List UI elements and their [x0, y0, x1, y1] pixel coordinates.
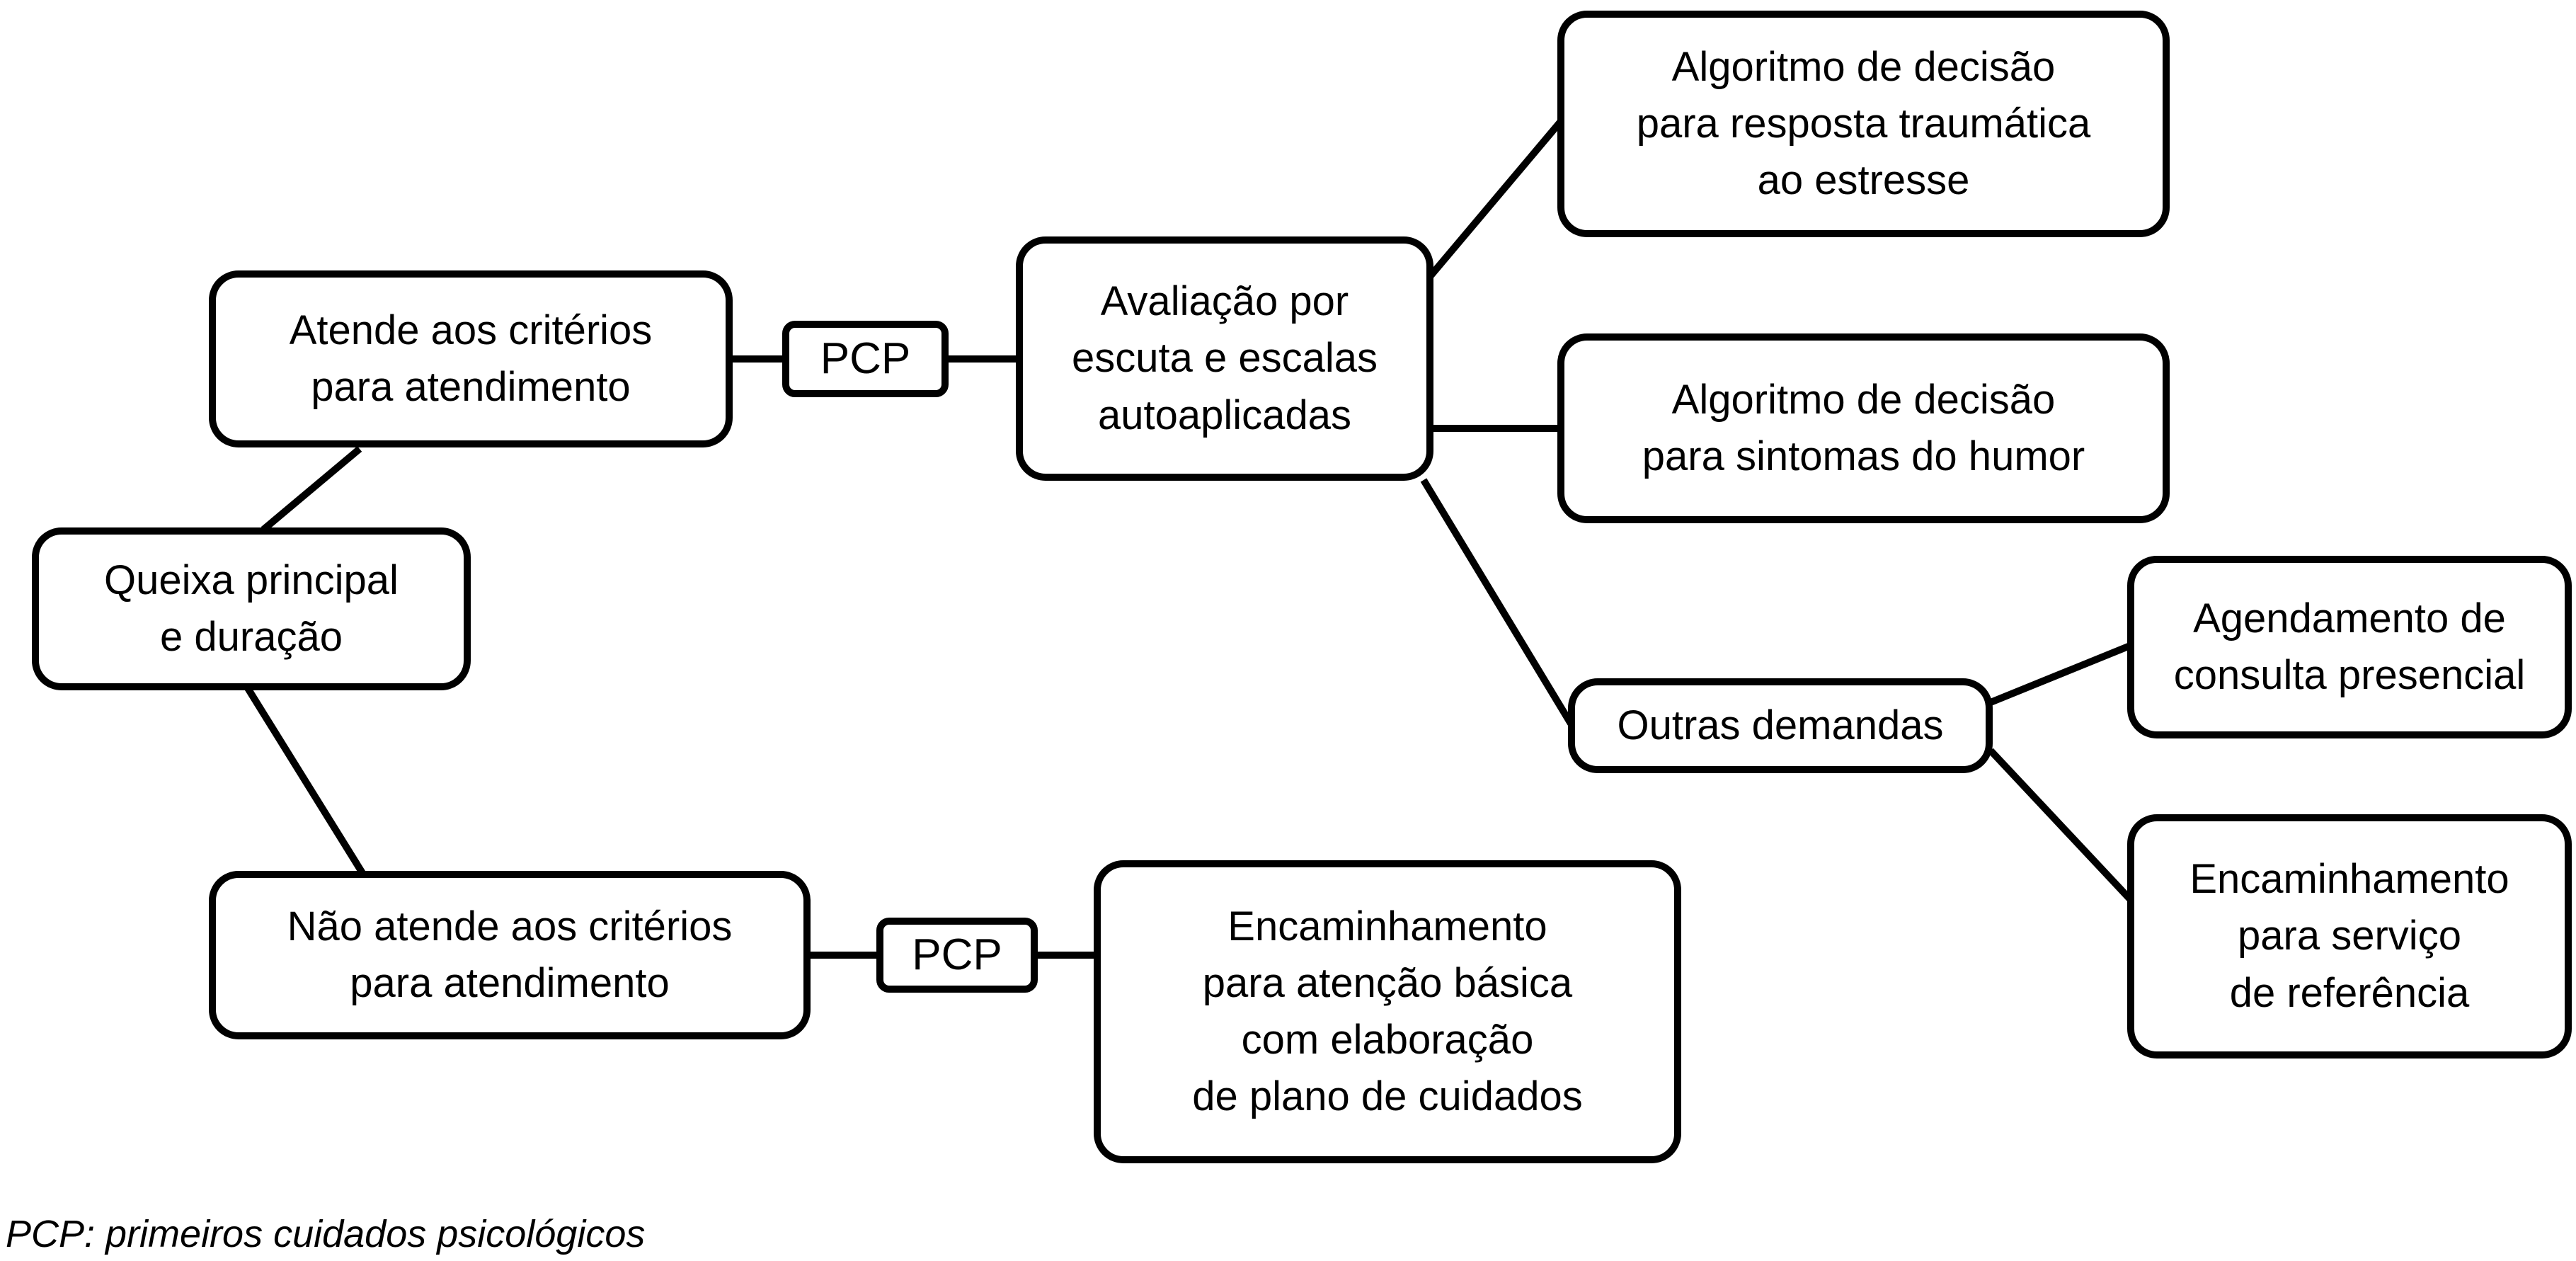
connector-outras-agendamento [1989, 642, 2131, 706]
connector-queixa-atende [261, 446, 362, 532]
connector-outras-referencia [1988, 748, 2133, 902]
connector-avaliacao-estresse [1422, 118, 1564, 285]
node-avaliacao-escuta: Avaliação por escuta e escalas autoaplic… [1016, 236, 1433, 481]
node-algoritmo-humor: Algoritmo de decisão para sintomas do hu… [1557, 333, 2170, 523]
node-encaminhamento-atencao-basica: Encaminhamento para atenção básica com e… [1094, 860, 1681, 1163]
connector-queixa-nao-atende [244, 686, 366, 875]
node-algoritmo-estresse: Algoritmo de decisão para resposta traum… [1557, 11, 2170, 237]
node-outras-demandas: Outras demandas [1568, 678, 1993, 773]
node-nao-atende-criterios: Não atende aos critérios para atendiment… [209, 871, 811, 1039]
node-queixa-principal: Queixa principal e duração [32, 527, 471, 690]
connector-avaliacao-outras [1420, 478, 1574, 726]
footnote-pcp-legend: PCP: primeiros cuidados psicológicos [6, 1213, 646, 1255]
node-encaminhamento-referencia: Encaminhamento para serviço de referênci… [2127, 814, 2572, 1059]
node-pcp-2: PCP [876, 918, 1038, 993]
node-atende-criterios: Atende aos critérios para atendimento [209, 270, 733, 447]
node-pcp-1: PCP [782, 321, 949, 397]
node-agendamento-consulta: Agendamento de consulta presencial [2127, 556, 2572, 738]
